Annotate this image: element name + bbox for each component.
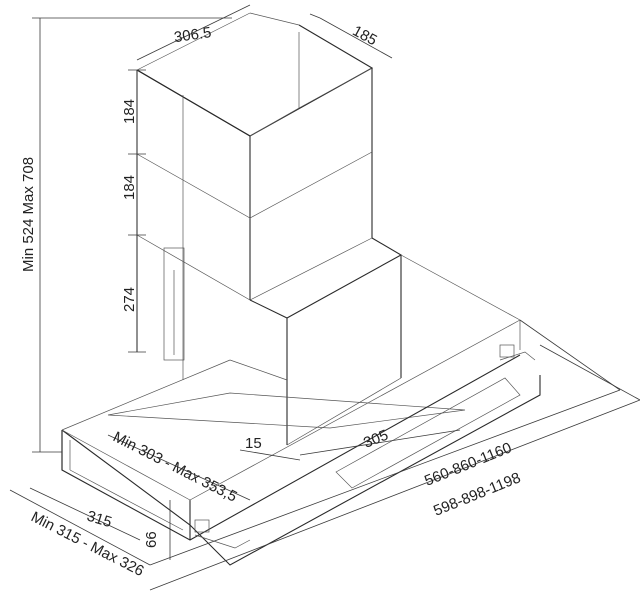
dim-label-total-height: Min 524 Max 708	[20, 157, 37, 272]
dim-label-glass-offset: 15	[245, 435, 262, 452]
dim-label-chimney-depth: 185	[350, 22, 380, 49]
dim-label-hood-depth: 315	[85, 508, 114, 532]
dimension-lines	[9, 4, 640, 591]
dim-label-chimney-section-3: 274	[121, 287, 138, 312]
hood-body-outline	[61, 237, 541, 566]
chimney-outline	[136, 12, 374, 380]
dim-label-chimney-width: 306.5	[173, 24, 213, 46]
dim-label-hood-height: 66	[143, 531, 160, 548]
dim-label-chimney-section-2: 184	[121, 175, 138, 200]
dim-label-chimney-section-1: 184	[121, 99, 138, 124]
lower-housing-outline	[61, 319, 536, 549]
